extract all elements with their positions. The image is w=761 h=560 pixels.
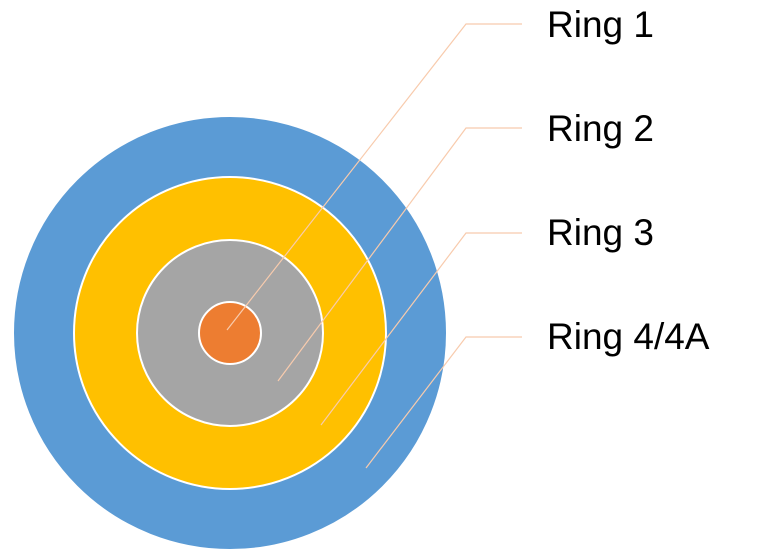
ring-1 <box>198 301 262 365</box>
leader-line-ring2 <box>277 127 522 382</box>
label-ring2: Ring 2 <box>547 108 654 149</box>
label-ring4: Ring 4/4A <box>547 316 710 357</box>
leader-line-ring3 <box>320 232 522 426</box>
leader-line-ring1 <box>226 23 522 331</box>
leader-line-ring4 <box>365 336 522 469</box>
label-ring1: Ring 1 <box>547 4 654 45</box>
label-ring3: Ring 3 <box>547 212 654 253</box>
